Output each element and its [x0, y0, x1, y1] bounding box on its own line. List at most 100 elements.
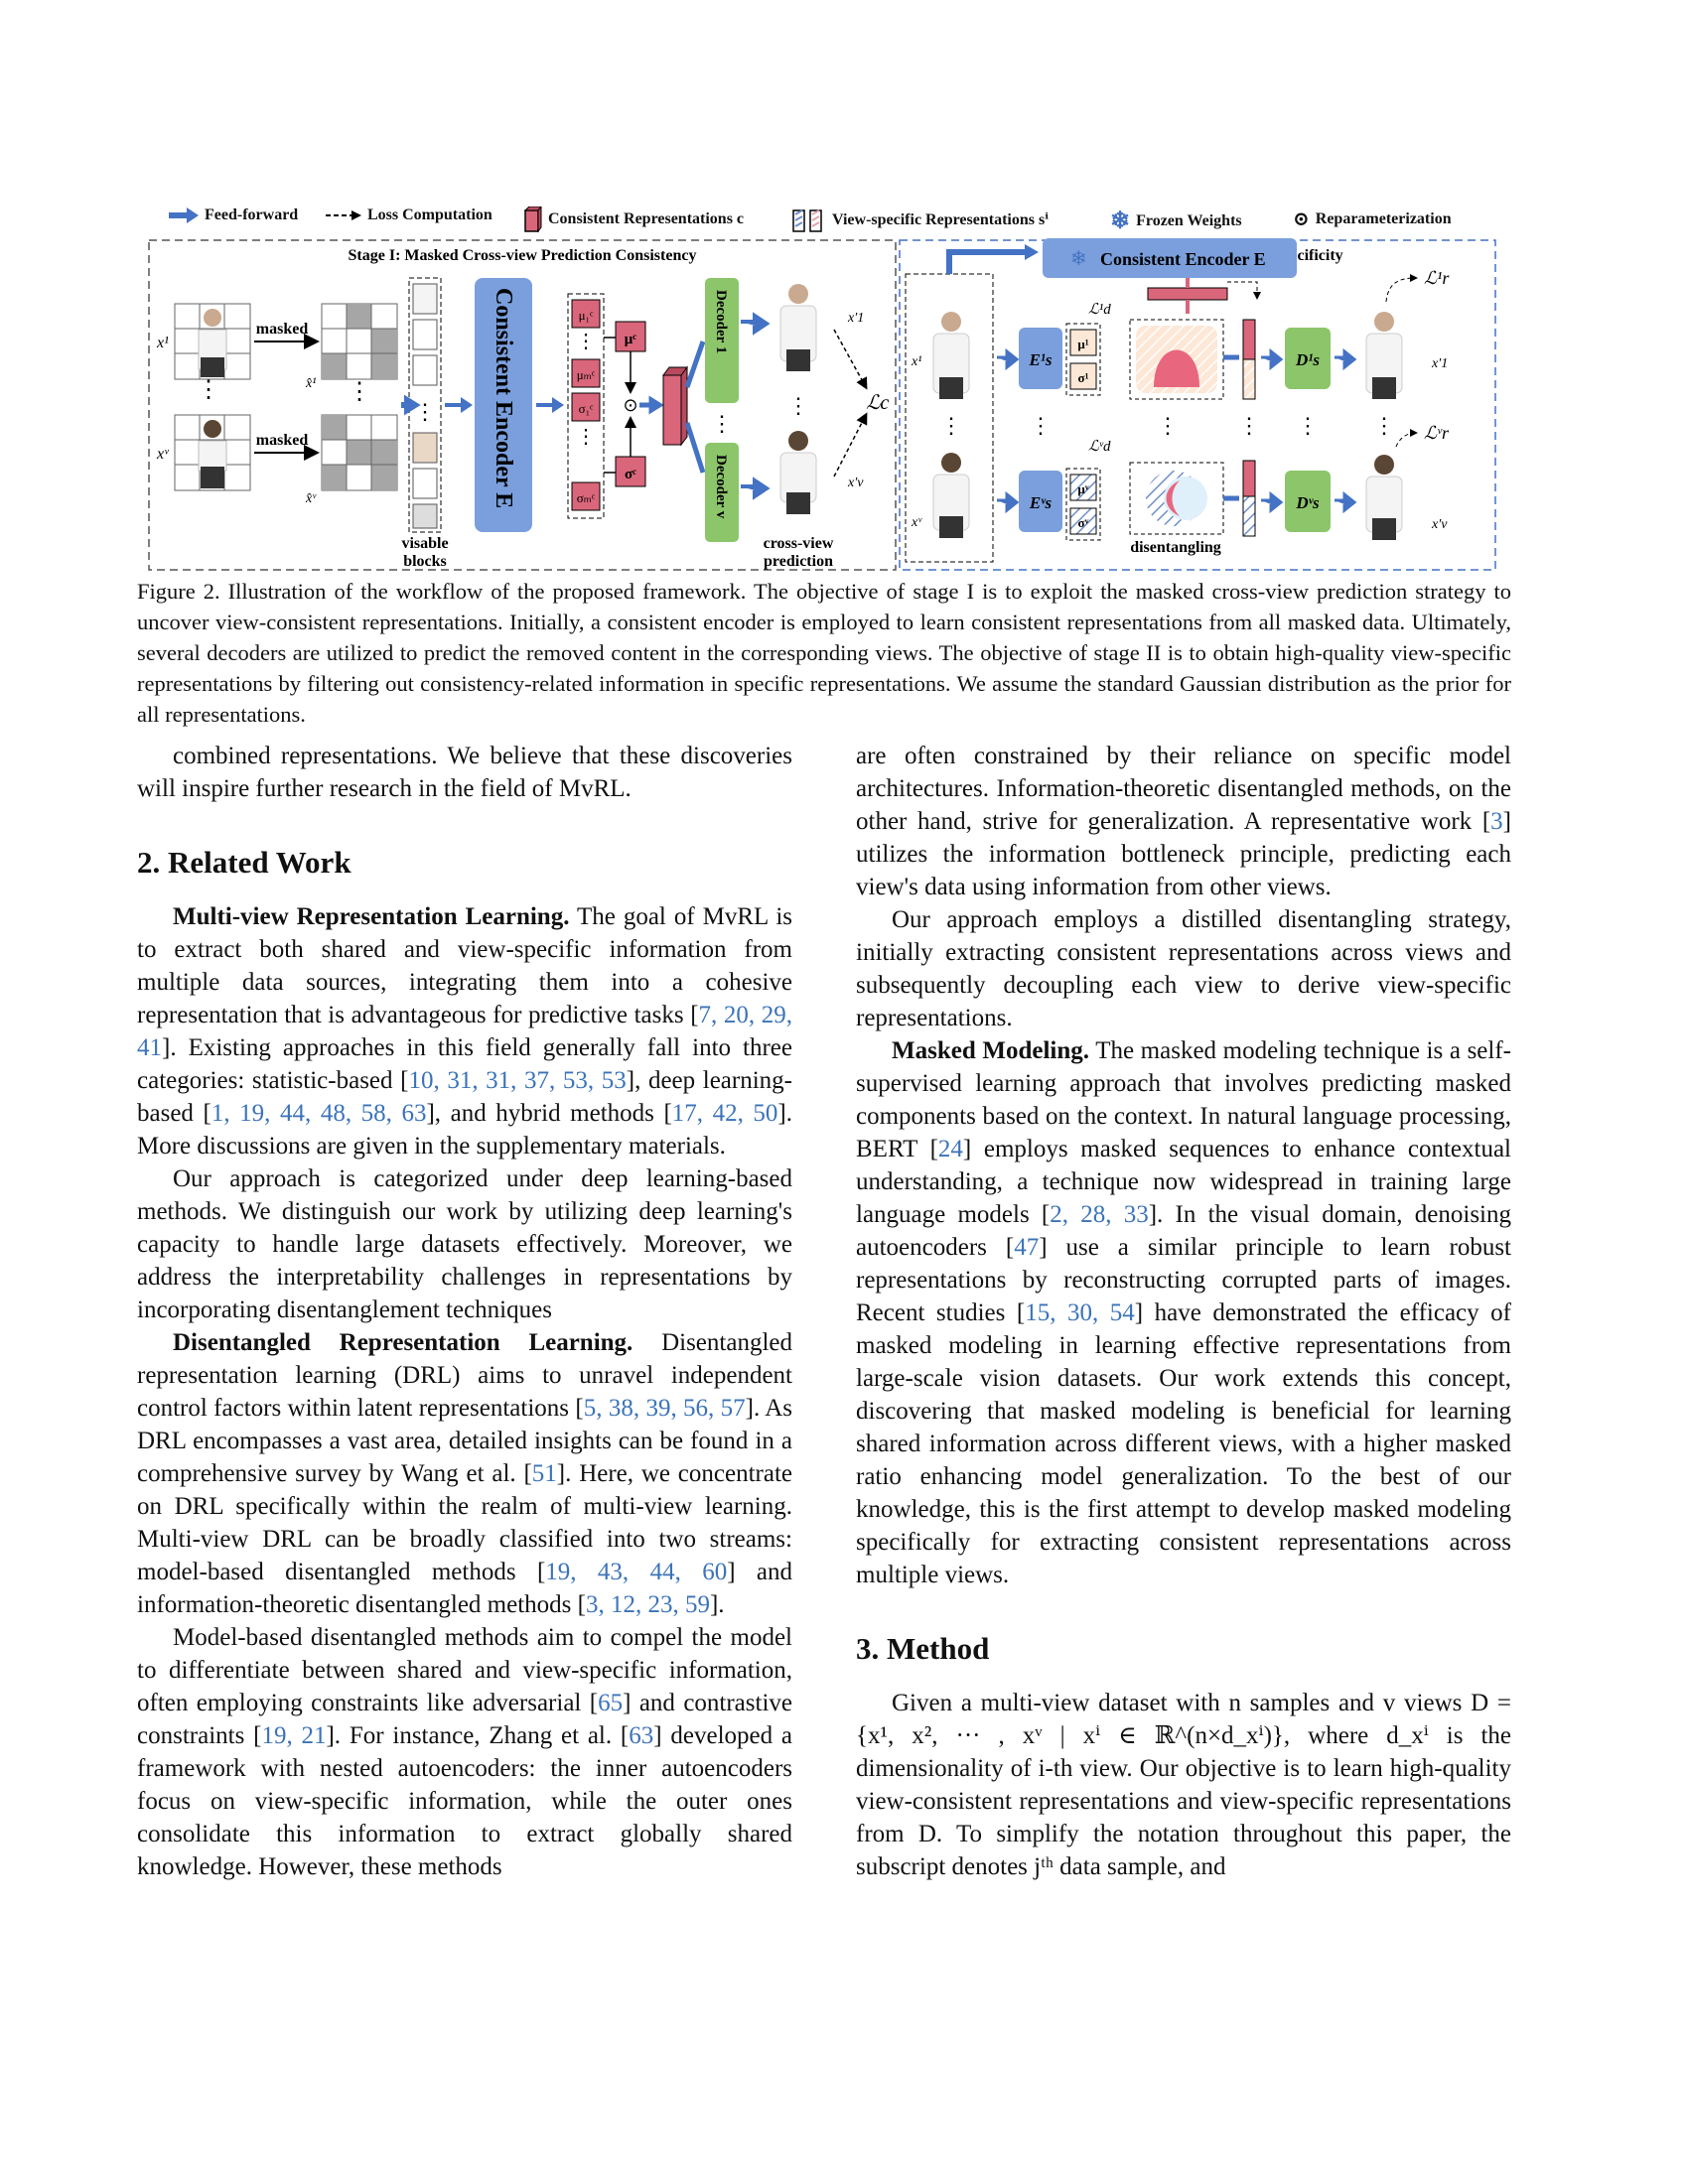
legend-loss-label: Loss Computation [367, 206, 492, 223]
svg-text:⋮: ⋮ [576, 426, 596, 448]
xhatv-label: x̂ᵛ [305, 491, 317, 506]
mvrl-paragraph-2: Our approach is categorized under deep l… [137, 1165, 792, 1323]
decoder-v-label: Decoder v [713, 455, 729, 519]
reparameterization-icon: ⊙ [1293, 208, 1310, 230]
citation[interactable]: 1, 19, 44, 48, 58, 63 [211, 1100, 427, 1127]
esv-label: Eᵛs [1029, 493, 1053, 512]
predicted-person-1 [779, 284, 817, 371]
dashed-arrow-icon [326, 210, 361, 220]
sigma1c-label: σ₁ᶜ [579, 401, 595, 416]
citation[interactable]: 10, 31, 31, 37, 53, 53 [408, 1067, 627, 1094]
svg-text:⋮: ⋮ [940, 413, 962, 438]
sigma1-label: σ¹ [1078, 370, 1089, 385]
drl-paragraph-1: Disentangled Representation Learning. Di… [137, 1329, 793, 1618]
muc-label: μᶜ [625, 332, 637, 347]
citation[interactable]: 47 [1014, 1234, 1040, 1261]
legend-frozen: ❄ Frozen Weights [1110, 206, 1242, 235]
view-specific-block-icon [792, 209, 822, 232]
input-grid-1 [174, 303, 251, 380]
input-person-v-s2 [932, 453, 970, 538]
muv-label: μᵛ [1077, 481, 1088, 496]
lrv-label: ℒᵛr [1424, 423, 1450, 443]
citation[interactable]: 19, 43, 44, 60 [545, 1559, 728, 1585]
citation[interactable]: 17, 42, 50 [671, 1100, 778, 1127]
left-column: combined representations. We believe tha… [137, 740, 792, 1883]
dsv-label: Dᵛs [1295, 493, 1320, 512]
ld1-label: ℒ¹d [1088, 302, 1111, 318]
citation[interactable]: 65 [598, 1690, 624, 1716]
x1-label-s2: x¹ [911, 354, 921, 369]
drl-heading: Disentangled Representation Learning. [173, 1329, 633, 1356]
es1-label: E¹s [1028, 350, 1052, 369]
xv-label-s2: xᵛ [911, 515, 922, 530]
svg-text:⋮: ⋮ [1030, 413, 1052, 438]
reconstructed-person-v [1365, 455, 1403, 540]
consistent-encoder-s2-label: Consistent Encoder E [1100, 249, 1266, 269]
visable-label-1: visable [401, 535, 448, 552]
section-3-title: 3. Method [856, 1631, 990, 1666]
masked-modeling-paragraph: Masked Modeling. The masked modeling tec… [856, 1037, 1512, 1588]
x1-label: x¹ [156, 335, 169, 351]
legend-consistent: Consistent Representations c [524, 206, 744, 232]
masked-grid-v [321, 414, 398, 491]
sigmac-label: σᶜ [625, 467, 636, 482]
xv-label: xᵛ [156, 446, 169, 463]
legend-reparam: ⊙ Reparameterization [1293, 206, 1452, 231]
svg-text:⋮: ⋮ [1297, 413, 1319, 438]
citation[interactable]: 24 [937, 1136, 963, 1162]
citation[interactable]: 5, 38, 39, 56, 57 [583, 1395, 746, 1422]
consistent-encoder-block [475, 278, 532, 532]
citation[interactable]: 19, 21 [261, 1722, 327, 1749]
citation[interactable]: 63 [629, 1722, 654, 1749]
consistent-block-icon [524, 206, 542, 232]
consistent-encoder-label: Consistent Encoder E [491, 288, 516, 508]
citation[interactable]: 3, 12, 23, 59 [585, 1591, 710, 1618]
svg-text:⋮: ⋮ [1157, 413, 1179, 438]
svg-text:⋮: ⋮ [414, 399, 436, 424]
reconstructed-person-1 [1365, 312, 1403, 399]
specific-encoder-v [1019, 471, 1062, 532]
decoder-1-label: Decoder 1 [713, 290, 729, 353]
citation[interactable]: 15, 30, 54 [1025, 1299, 1135, 1326]
mumc-label: μₘᶜ [577, 367, 596, 382]
snowflake-icon: ❄ [1110, 208, 1131, 234]
mvrl-heading: Multi-view Representation Learning. [173, 903, 570, 930]
stage1-box [148, 239, 897, 571]
sigmac-block [615, 456, 646, 487]
xprimev-label-s2: x′v [1431, 517, 1448, 532]
citation[interactable]: 2, 28, 33 [1050, 1201, 1149, 1228]
legend-feed-forward-label: Feed-forward [205, 206, 299, 223]
method-paragraph: Given a multi-view dataset with n sample… [856, 1690, 1511, 1880]
xprimev-label: x′v [847, 476, 864, 490]
citation[interactable]: 51 [531, 1460, 557, 1487]
reparam-node-icon: ⊙ [623, 395, 637, 415]
svg-text:⋮: ⋮ [1373, 413, 1395, 438]
figure-legend: Feed-forward Loss Computation Consistent… [169, 205, 1470, 235]
cross-view-label-1: cross-view [764, 535, 834, 552]
figure-caption: Figure 2. Illustration of the workflow o… [137, 579, 1511, 727]
legend-frozen-label: Frozen Weights [1136, 211, 1242, 229]
legend-loss: Loss Computation [326, 206, 492, 224]
ldv-label: ℒᵛd [1088, 439, 1111, 455]
masked-label-1: masked [256, 321, 309, 338]
stage1-title: Stage I: Masked Cross-view Prediction Co… [349, 247, 697, 264]
masked-modeling-heading: Masked Modeling. [892, 1037, 1089, 1064]
mu1-label: μ¹ [1077, 337, 1088, 351]
vertical-dots-1: ⋮ [197, 377, 220, 403]
workflow-figure: Stage I: Masked Cross-view Prediction Co… [148, 238, 1496, 571]
ds1-label: D¹s [1295, 350, 1320, 369]
masked-label-v: masked [256, 432, 309, 449]
legend-reparam-label: Reparameterization [1315, 209, 1452, 227]
visable-label-2: blocks [403, 553, 447, 570]
legend-consistent-label: Consistent Representations c [548, 210, 745, 227]
svg-text:⋮: ⋮ [1238, 413, 1260, 438]
cross-view-label-2: prediction [764, 553, 833, 570]
svg-text:⋮: ⋮ [711, 411, 733, 436]
consistent-encoder-s2 [1043, 238, 1297, 278]
citation[interactable]: 7, 20, 29, 41 [137, 1002, 792, 1061]
section-2-title: 2. Related Work [137, 845, 352, 880]
masked-grid-1 [321, 303, 398, 380]
xprime1-label: x′1 [847, 311, 864, 326]
citation[interactable]: 3 [1490, 808, 1503, 835]
input-grid-v [174, 414, 251, 491]
